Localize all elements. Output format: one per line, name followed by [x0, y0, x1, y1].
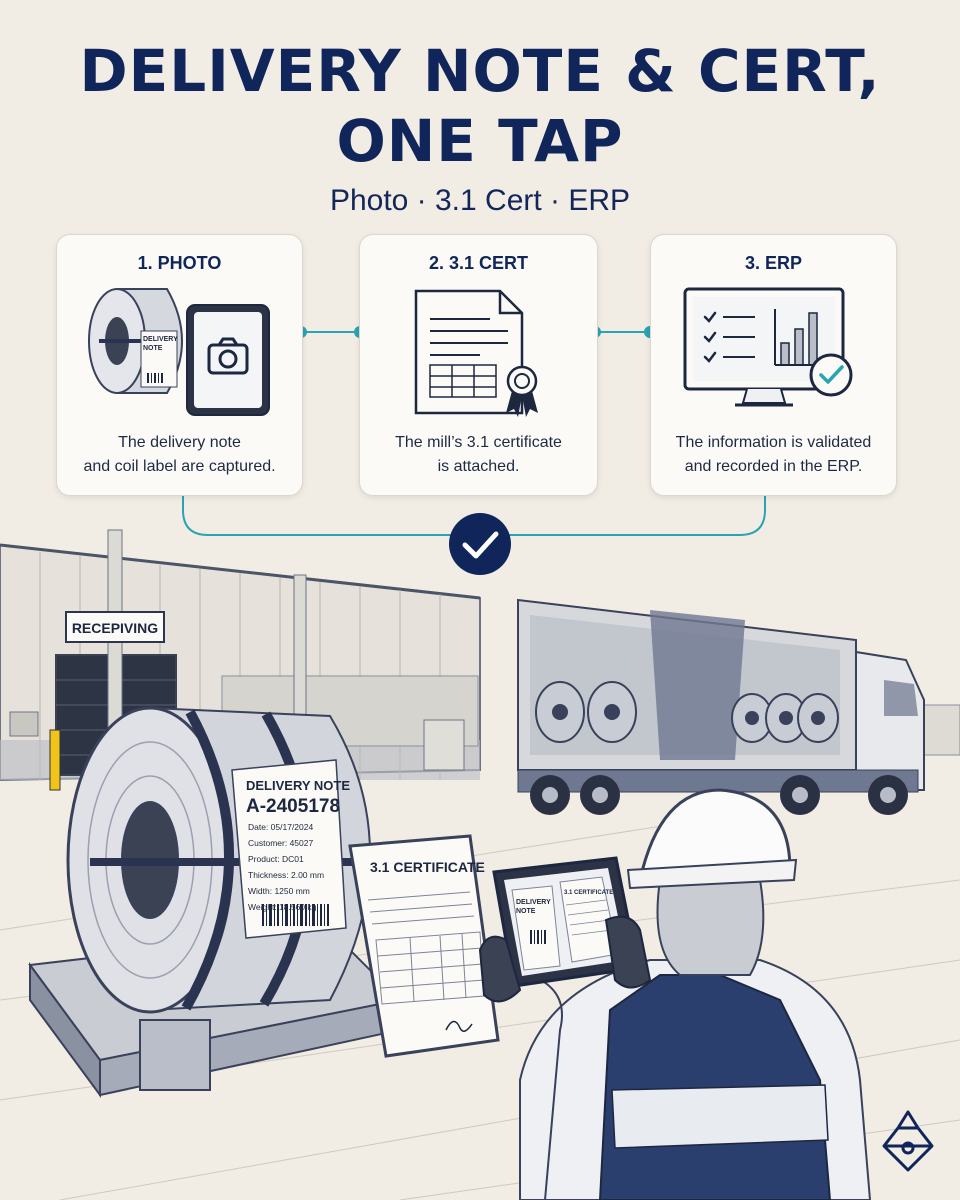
coil-label-width: Width: 1250 mm	[248, 886, 310, 896]
step-card-photo: 1. PHOTO The delivery note and coil labe…	[56, 234, 303, 496]
receiving-sign: RECEPIVING	[72, 620, 158, 636]
tablet-note-line1: DELIVERY	[516, 899, 551, 906]
step-title: 1. PHOTO	[137, 253, 222, 273]
step-title: 3. ERP	[744, 253, 803, 273]
mini-label-line-2: NOTE	[143, 345, 163, 352]
title-line-2: ONE TAP	[336, 107, 624, 175]
coil-camera-icon	[88, 288, 270, 416]
coil-delivery-label	[231, 759, 347, 939]
step-title: 2. 3.1 CERT	[428, 253, 529, 273]
tablet-device	[478, 856, 652, 1003]
step-desc-line-2: and coil label are captured.	[83, 458, 276, 475]
tablet-note-line2: NOTE	[516, 908, 536, 915]
coil-label-number: A-2405178	[246, 796, 340, 817]
brand-logo-icon	[882, 1110, 934, 1172]
step-description: The information is validated and recorde…	[661, 431, 886, 479]
step-desc-line-1: The delivery note	[118, 434, 241, 451]
page-title: DELIVERY NOTE & CERT, ONE TAP	[0, 36, 960, 176]
mini-label-line-1: DELIVERY	[143, 336, 178, 343]
side-building	[919, 704, 960, 756]
delivery-truck	[517, 598, 925, 815]
coil-label-heading: DELIVERY NOTE	[246, 778, 350, 793]
worker	[519, 788, 872, 1200]
tablet-cert-title: 3.1 CERTIFICATE	[564, 890, 613, 896]
step-description: The mill’s 3.1 certificate is attached.	[370, 431, 587, 479]
mini-label-text: DELIVERY NOTE	[143, 335, 178, 353]
subtitle: Photo · 3.1 Cert · ERP	[329, 184, 631, 217]
coil-label-product: Product: DC01	[248, 854, 304, 864]
step-card-erp: 3. ERP The information is validated and …	[650, 234, 897, 496]
coil-label-customer: Customer: 45027	[248, 838, 313, 848]
step-desc-line-2: and recorded in the ERP.	[684, 458, 863, 475]
coil-label-date: Date: 05/17/2024	[248, 822, 313, 832]
erp-monitor-icon	[683, 287, 853, 407]
title-line-1: DELIVERY NOTE & CERT,	[79, 37, 881, 105]
check-badge	[449, 513, 511, 575]
step-desc-line-1: The mill’s 3.1 certificate	[395, 434, 562, 451]
certificate-icon	[414, 289, 538, 417]
step-card-cert: 2. 3.1 CERT The mill’s 3.1 certificate i…	[359, 234, 598, 496]
step-desc-line-2: is attached.	[437, 458, 520, 475]
certificate-board	[348, 834, 500, 1058]
step-desc-line-1: The information is validated	[675, 434, 872, 451]
receiving-sign-board	[65, 611, 165, 643]
certificate-title: 3.1 CERTIFICATE	[370, 859, 485, 875]
step-description: The delivery note and coil label are cap…	[67, 431, 292, 479]
coil-label-thickness: Thickness: 2.00 mm	[248, 870, 324, 880]
barcode	[262, 904, 329, 926]
